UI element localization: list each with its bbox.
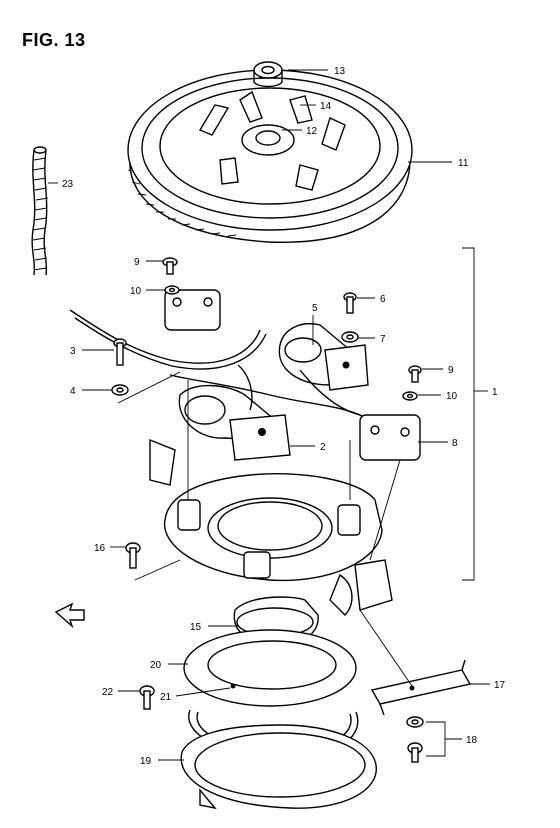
callout-11: 11 <box>458 158 469 169</box>
callout-10-upper: 10 <box>130 286 142 297</box>
callout-6: 6 <box>380 294 386 305</box>
plate-part-19 <box>180 724 377 810</box>
callout-8: 8 <box>452 438 458 449</box>
callout-10-lower: 10 <box>446 391 458 402</box>
bracket-part-17 <box>370 659 472 716</box>
screw-6 <box>343 292 357 314</box>
callout-9-upper: 9 <box>134 257 140 268</box>
stator-base-plate <box>149 438 393 616</box>
callout-15: 15 <box>190 622 202 633</box>
bolt-9-upper <box>162 257 178 275</box>
washer-4 <box>111 384 129 396</box>
screw-16 <box>125 542 141 569</box>
callout-19: 19 <box>140 756 152 767</box>
callout-12: 12 <box>306 126 318 137</box>
callout-7: 7 <box>380 334 386 345</box>
figure-title: FIG. 13 <box>22 30 86 50</box>
flywheel-part <box>127 61 413 243</box>
callout-9-lower: 9 <box>448 365 454 376</box>
bolt-18 <box>407 742 423 763</box>
cover-part-20 <box>183 629 357 707</box>
pulser-coil-part <box>278 323 369 391</box>
callout-2: 2 <box>320 442 326 453</box>
callout-14: 14 <box>320 101 332 112</box>
bolt-9-lower <box>408 365 422 383</box>
callout-5: 5 <box>312 303 318 314</box>
callout-leaders <box>48 69 490 761</box>
screw-3 <box>113 338 127 366</box>
callout-16: 16 <box>94 543 106 554</box>
screw-22 <box>139 685 155 710</box>
callout-4: 4 <box>70 386 76 397</box>
callout-3: 3 <box>70 346 76 357</box>
callout-labels: 13 14 12 11 23 9 10 5 6 3 7 9 4 10 1 8 2… <box>62 66 506 767</box>
callout-18: 18 <box>466 735 478 746</box>
wire-harness <box>69 289 421 461</box>
washer-18 <box>406 716 424 728</box>
callout-17: 17 <box>494 680 506 691</box>
wrap-tube-part <box>31 146 49 276</box>
charge-coil-part <box>178 384 291 461</box>
washer-10-lower <box>402 391 418 401</box>
washer-10-upper <box>164 285 180 295</box>
callout-1: 1 <box>492 387 498 398</box>
direction-arrow-icon <box>54 602 85 629</box>
washer-7 <box>341 331 359 343</box>
callout-13: 13 <box>334 66 346 77</box>
callout-23: 23 <box>62 179 74 190</box>
callout-21: 21 <box>160 692 172 703</box>
callout-22: 22 <box>102 687 114 698</box>
callout-20: 20 <box>150 660 162 671</box>
